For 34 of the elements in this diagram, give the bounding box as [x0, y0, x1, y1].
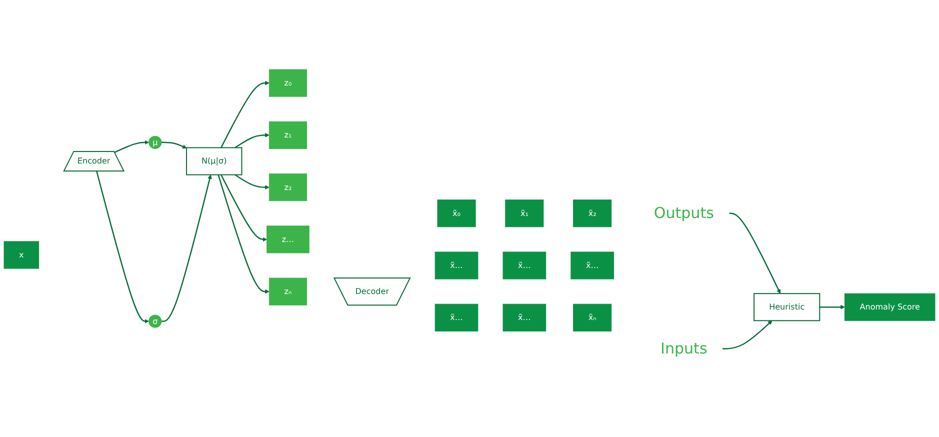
arrow — [114, 140, 150, 153]
node-circle: σ — [148, 314, 162, 328]
node-circle: μ — [148, 136, 162, 149]
node-box: z… — [266, 226, 310, 254]
arrow — [218, 174, 270, 294]
node-box: N(μ|σ) — [186, 147, 242, 176]
arrow — [728, 212, 781, 294]
arrow — [96, 171, 150, 324]
node-box: x̃… — [434, 252, 478, 280]
node-text: Outputs — [654, 204, 714, 222]
node-box: x̃₀ — [437, 200, 476, 228]
node-box: x̃… — [434, 304, 478, 332]
node-box: x̃₂ — [573, 200, 612, 228]
arrow — [722, 320, 772, 350]
arrow — [220, 174, 267, 242]
node-box: x̃… — [502, 304, 546, 332]
node-box: z₀ — [268, 69, 307, 97]
arrow — [234, 174, 270, 190]
arrow — [161, 142, 187, 149]
node-box: x̃… — [570, 252, 614, 280]
node-box: Heuristic — [754, 293, 820, 322]
arrow — [234, 132, 270, 148]
node-box: x̃… — [502, 252, 546, 280]
node-text: Inputs — [660, 340, 708, 358]
arrow — [220, 80, 270, 148]
node-box: zₙ — [268, 278, 307, 306]
node-box: z₂ — [268, 174, 307, 202]
node-box: Anomaly Score — [844, 293, 936, 321]
node-box: x — [4, 241, 40, 269]
node-box: x̃ₙ — [573, 304, 612, 332]
node-box: x̃₁ — [505, 200, 544, 228]
arrow — [161, 174, 212, 322]
arrow — [820, 304, 845, 310]
node-box: z₁ — [268, 121, 307, 149]
